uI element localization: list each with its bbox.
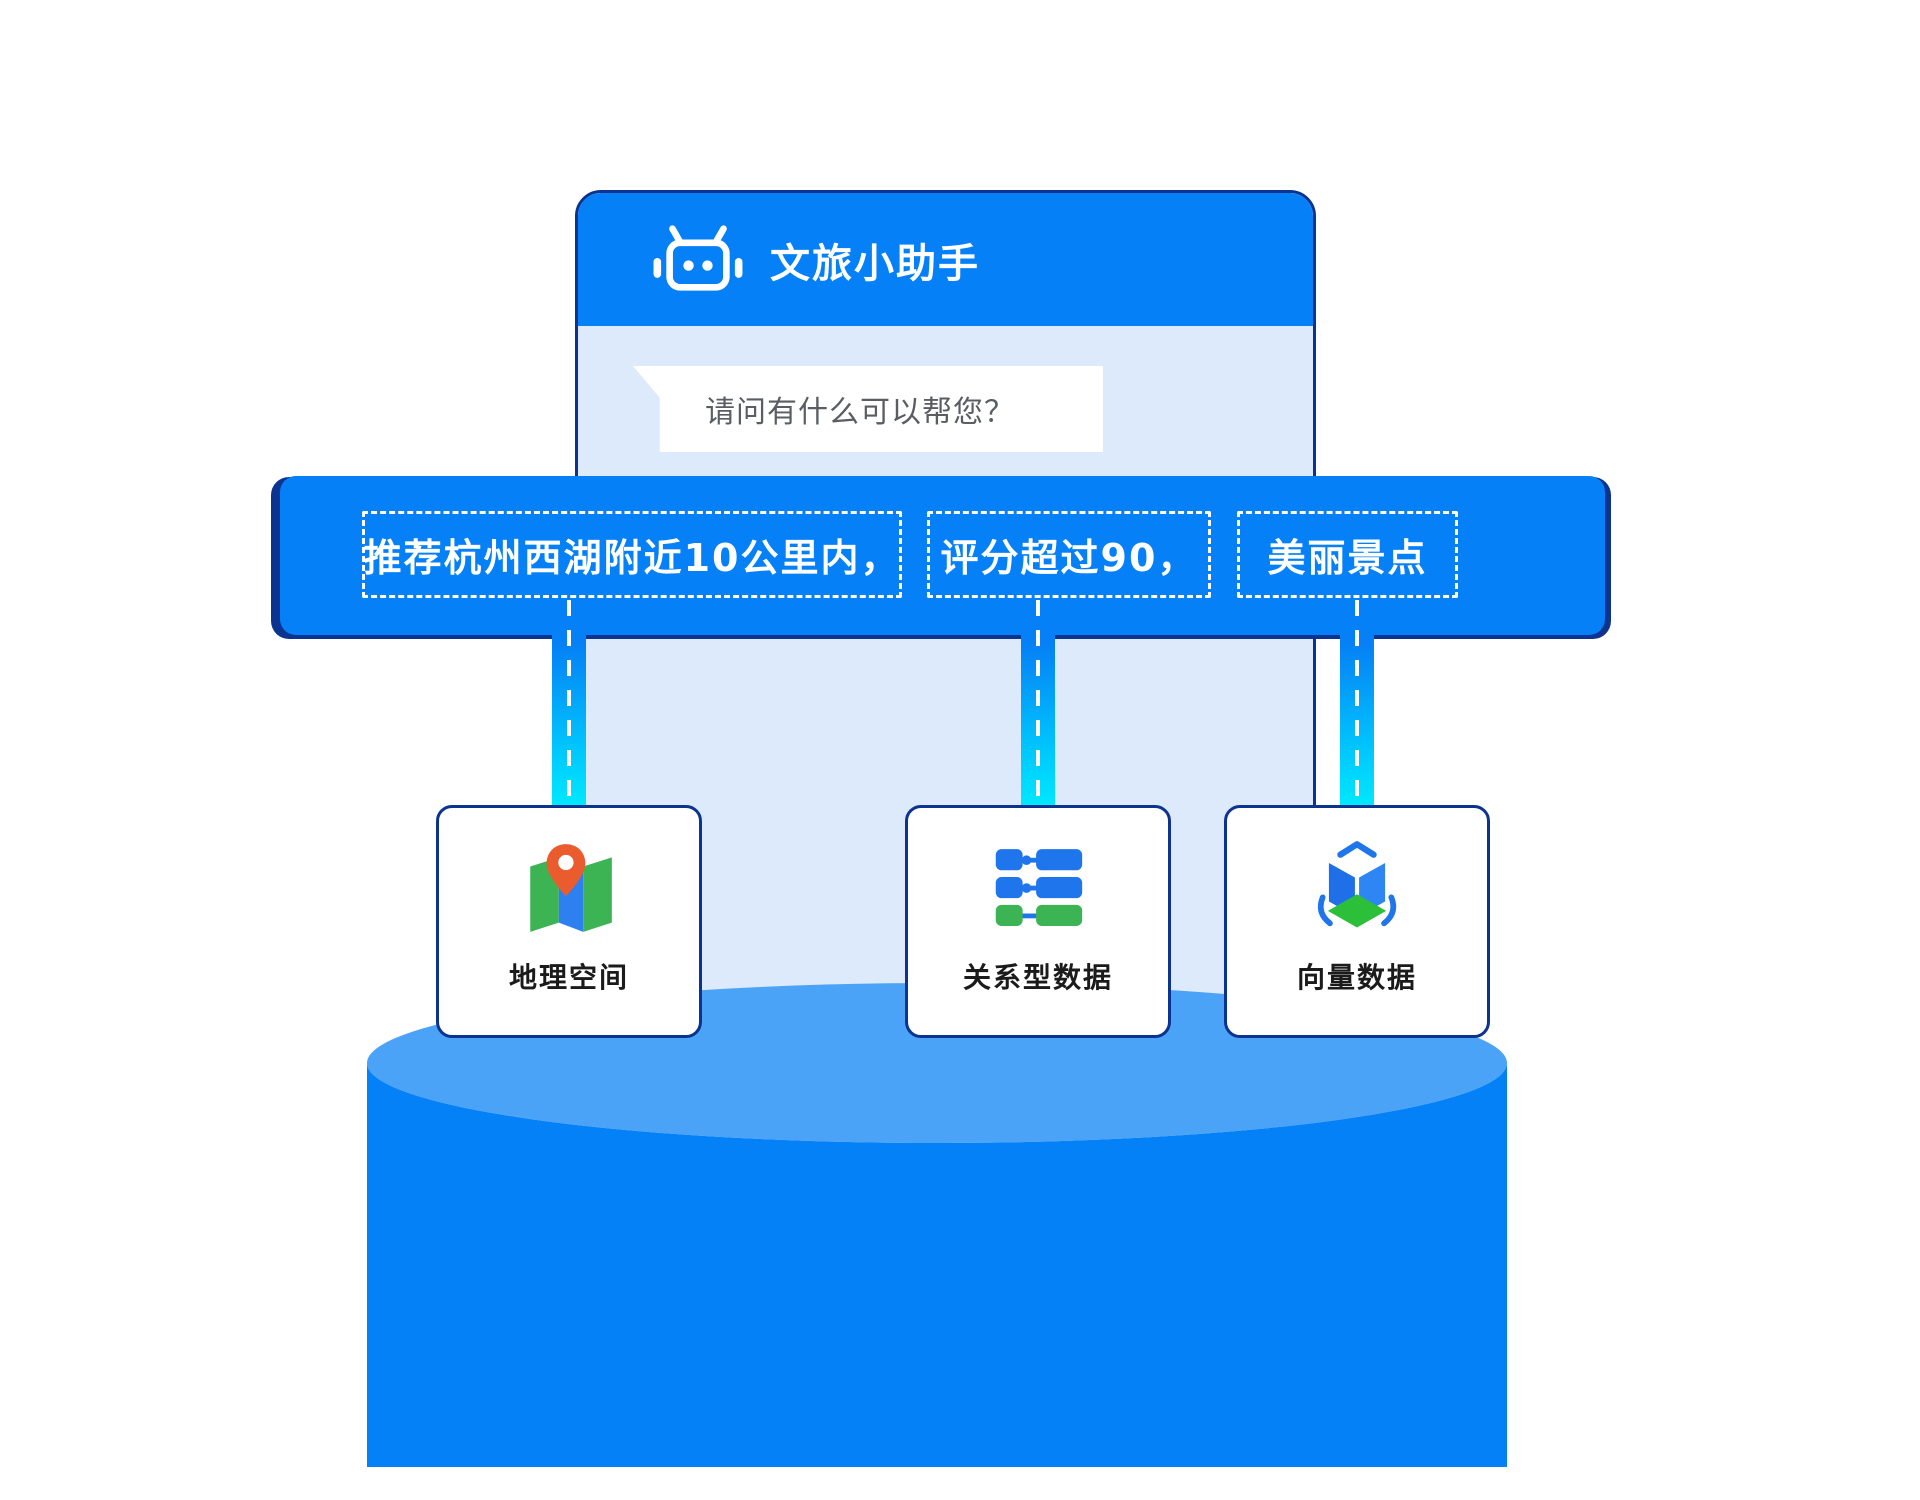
assistant-title: 文旅小助手 xyxy=(770,240,980,287)
connector-dash-line xyxy=(567,600,571,806)
card-vector-data: 向量数据 xyxy=(1224,805,1490,1038)
assistant-header: 文旅小助手 xyxy=(578,193,1313,326)
connector-dash-line xyxy=(1355,600,1359,806)
card-relational-data: 关系型数据 xyxy=(905,805,1171,1038)
connector-geo xyxy=(552,598,586,806)
card-geospatial: 地理空间 xyxy=(436,805,702,1038)
query-segment-geo: 推荐杭州西湖附近10公里内， xyxy=(362,511,902,598)
connector-vector xyxy=(1340,598,1374,806)
cylinder-body xyxy=(367,1063,1507,1467)
assistant-chat-bubble: 请问有什么可以帮您？ xyxy=(633,366,1103,452)
assistant-bubble-text: 请问有什么可以帮您？ xyxy=(705,395,1015,430)
query-bar xyxy=(280,476,1605,635)
card-label: 关系型数据 xyxy=(962,961,1113,994)
card-label: 地理空间 xyxy=(508,961,629,994)
robot-icon xyxy=(650,223,746,297)
query-segment-rating: 评分超过90， xyxy=(927,511,1211,598)
database-cylinder xyxy=(367,983,1507,1471)
relational-table-icon xyxy=(990,836,1086,942)
query-segment-scenic: 美丽景点 xyxy=(1237,511,1458,598)
card-label: 向量数据 xyxy=(1296,961,1417,994)
vector-cube-icon xyxy=(1305,836,1409,942)
connector-dash-line xyxy=(1036,600,1040,806)
map-location-icon xyxy=(518,836,620,942)
connector-relational xyxy=(1021,598,1055,806)
